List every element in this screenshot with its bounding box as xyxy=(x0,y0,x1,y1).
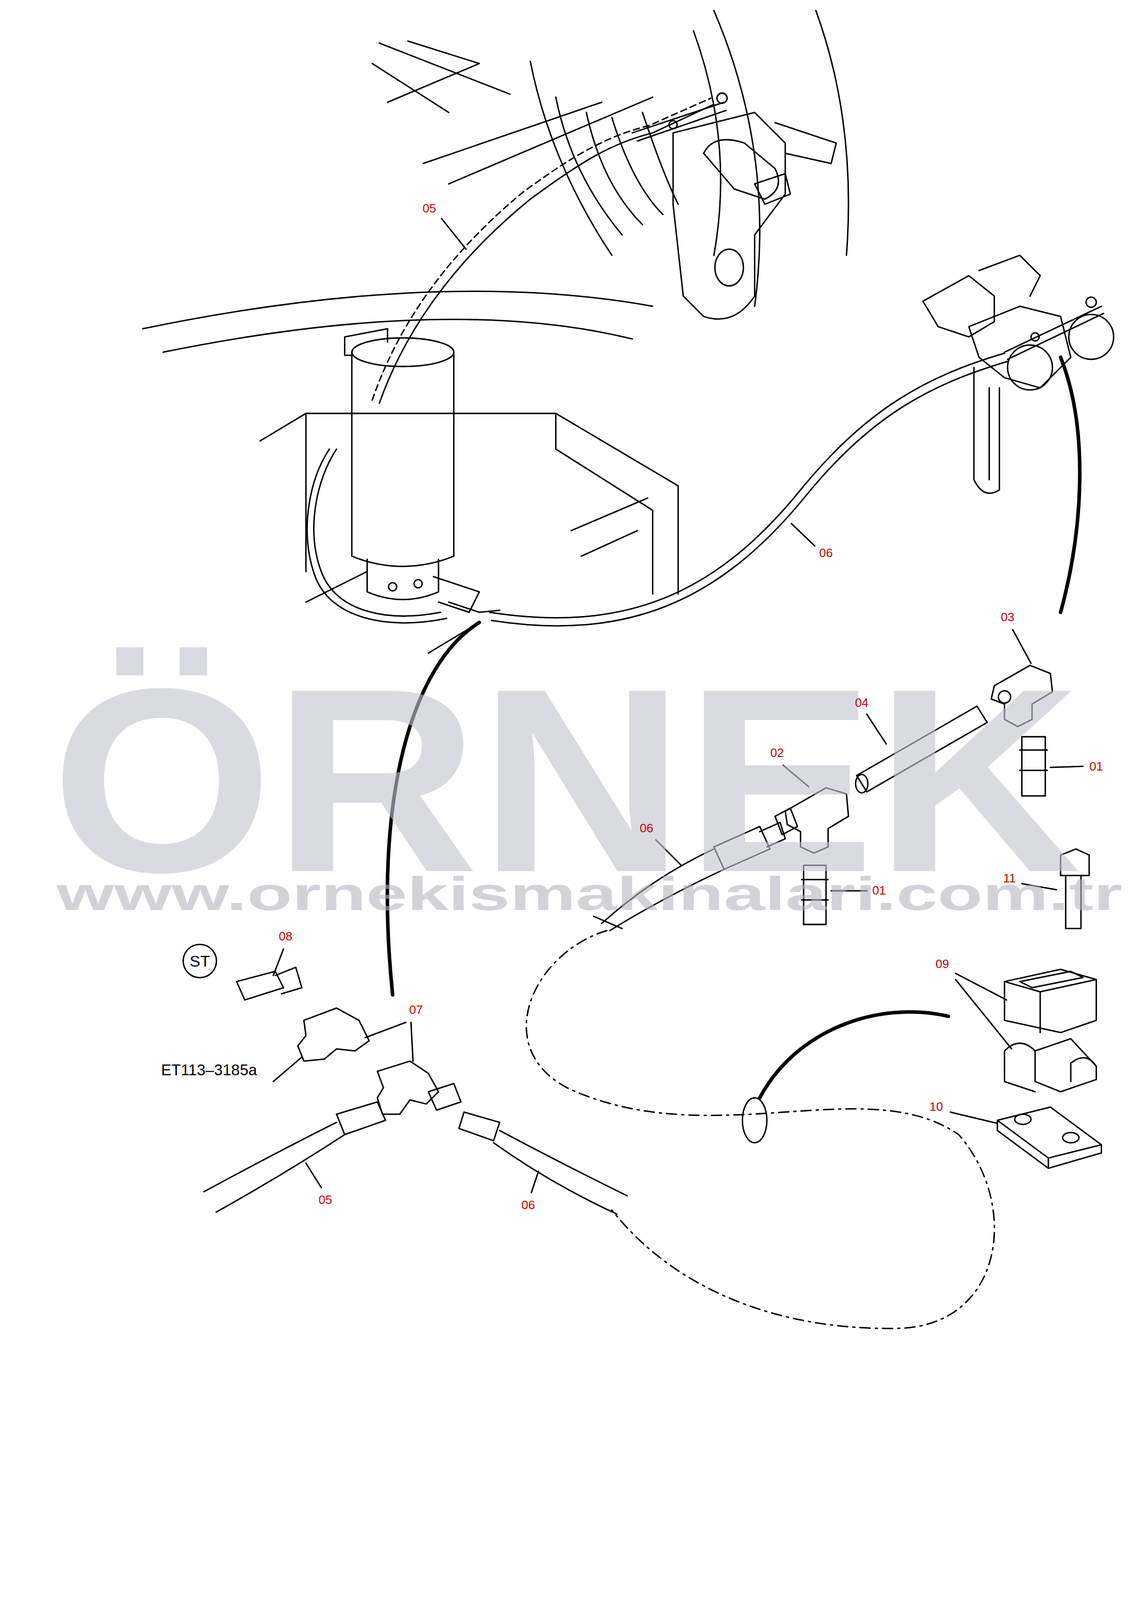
callout-number: 01 xyxy=(1088,759,1105,773)
callout-number: 06 xyxy=(638,821,655,835)
callout-number: 02 xyxy=(768,745,786,760)
reference-number: ET113–3185a xyxy=(159,1061,259,1078)
callout-number: 01 xyxy=(870,883,888,897)
watermark: www.ornekismakinalari.com.tr xyxy=(56,869,1123,917)
callout-number: 04 xyxy=(853,695,870,710)
callout-number: 09 xyxy=(934,957,951,971)
callout-number: 06 xyxy=(818,546,835,560)
callout-number: 11 xyxy=(1001,871,1018,885)
station-circle: ST xyxy=(182,943,218,979)
callout-number: 05 xyxy=(421,201,438,215)
station-label: ST xyxy=(189,952,210,969)
callout-number: 08 xyxy=(277,929,294,943)
callout-number: 07 xyxy=(408,1002,425,1017)
callout-number: 05 xyxy=(317,1192,334,1207)
callout-number: 06 xyxy=(519,1198,537,1212)
callout-number: 03 xyxy=(999,610,1017,624)
callout-number: 10 xyxy=(928,1099,945,1113)
